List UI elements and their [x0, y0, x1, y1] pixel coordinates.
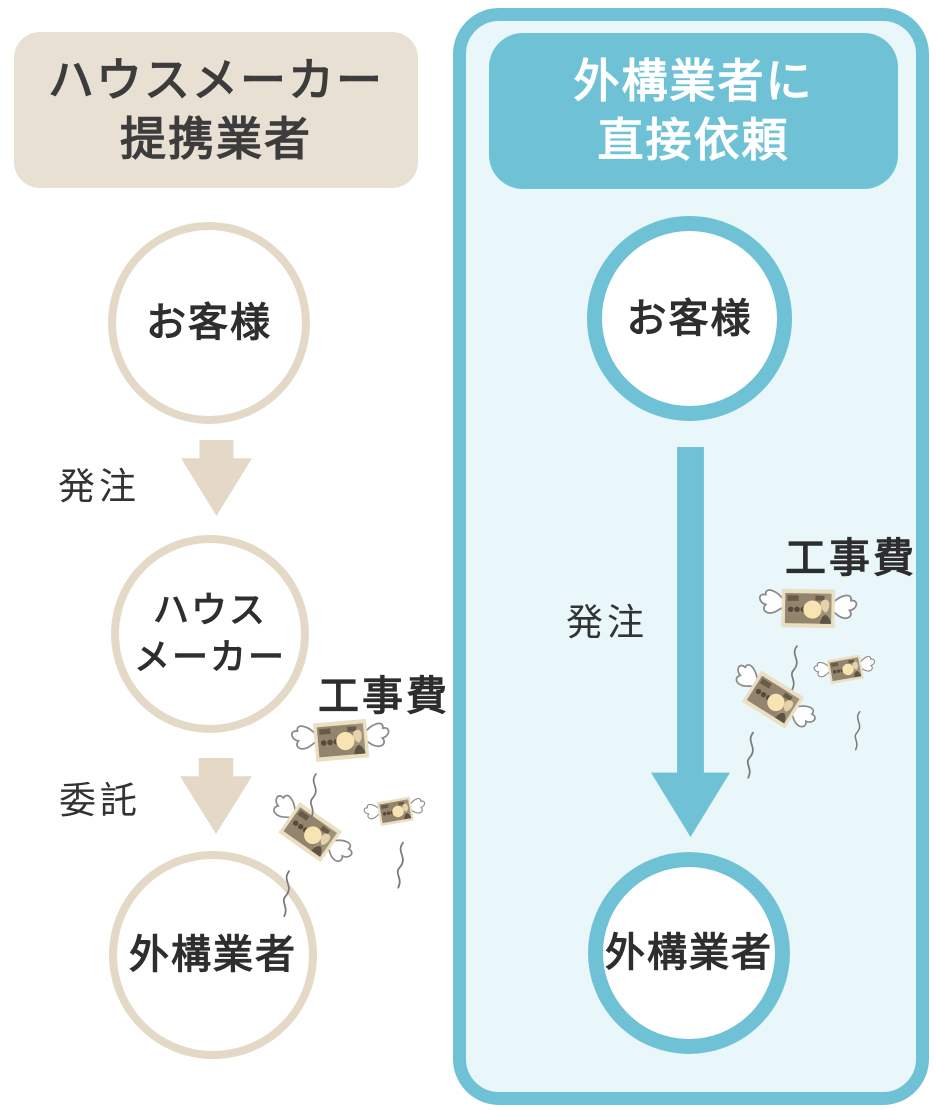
money-trail-squiggle-icon: [278, 868, 296, 920]
left-column-title: ハウスメーカー 提携業者: [14, 32, 418, 188]
left-title-line2: 提携業者: [120, 113, 312, 165]
customer-node-right: お客様: [587, 216, 792, 421]
order-label-right: 発注: [566, 602, 648, 643]
down-arrow-icon: [180, 758, 252, 834]
right-title-line1: 外構業者に: [573, 55, 814, 108]
customer-node-left: お客様: [108, 222, 310, 424]
construction-cost-label-right: 工事費: [785, 535, 917, 581]
housemaker-node-line2: メーカー: [133, 636, 286, 677]
money-trail-squiggle-icon: [742, 728, 760, 783]
contractor-node-left: 外構業者: [109, 851, 317, 1059]
down-arrow-icon: [181, 440, 252, 516]
money-trail-squiggle-icon: [786, 644, 804, 692]
money-trail-squiggle-icon: [850, 710, 866, 752]
flying-money-icon: [287, 708, 394, 775]
flying-money-icon: [360, 788, 430, 836]
money-trail-squiggle-icon: [305, 772, 323, 820]
flying-money-icon: [753, 574, 862, 644]
right-title-line2: 直接依頼: [597, 114, 790, 166]
money-trail-squiggle-icon: [392, 838, 410, 893]
contractor-node-right: 外構業者: [588, 852, 790, 1054]
delegate-label: 委託: [59, 780, 141, 821]
order-label-left: 発注: [58, 466, 140, 507]
flying-money-icon: [810, 646, 880, 694]
customer-node-right-label: お客様: [626, 296, 753, 341]
right-column-title: 外構業者に 直接依頼: [489, 33, 898, 189]
customer-node-left-label: お客様: [146, 301, 272, 345]
housemaker-node-line1: ハウス: [152, 589, 267, 631]
contractor-node-right-label: 外構業者: [605, 931, 773, 975]
left-title-line1: ハウスメーカー: [48, 54, 384, 107]
housemaker-node: ハウス メーカー: [111, 535, 309, 733]
construction-cost-label-left: 工事費: [318, 673, 450, 719]
contractor-node-left-label: 外構業者: [129, 933, 297, 977]
